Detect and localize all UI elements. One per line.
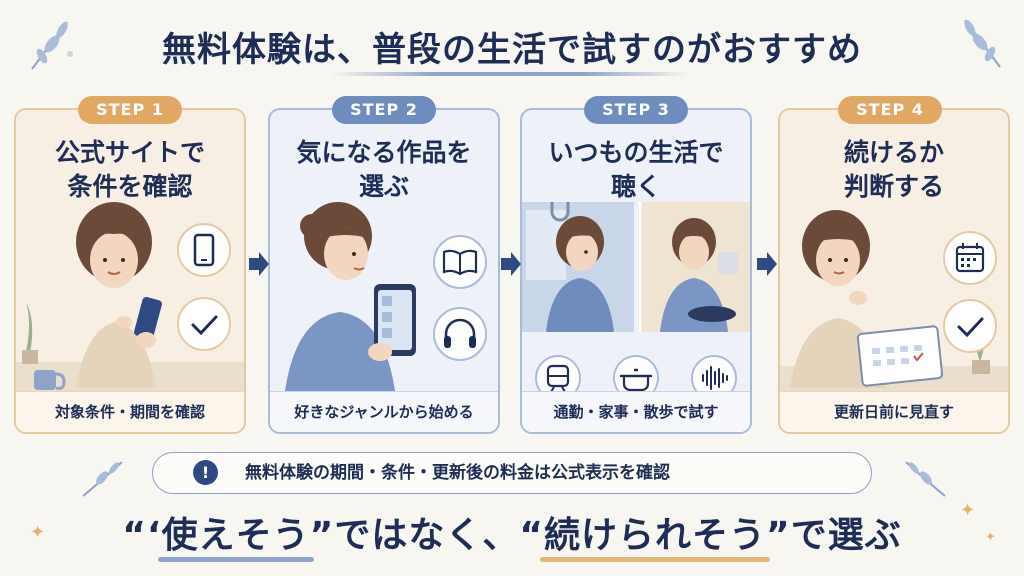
smartphone-icon — [177, 223, 231, 277]
title-underline — [330, 72, 690, 76]
arrow-right-icon — [757, 252, 777, 276]
step-1-footer: 対象条件・期間を確認 — [16, 391, 244, 432]
headphones-icon — [433, 307, 487, 361]
sparkle-icon: ✦ — [960, 500, 976, 521]
tagline: “‘使えそう”ではなく、“続けられそう”で選ぶ — [0, 506, 1024, 562]
step-2-title-line1: 気になる作品を — [296, 138, 472, 167]
step-2-card: 気になる作品を 選ぶ 好きなジャンルから始める — [268, 108, 500, 434]
calendar-icon — [943, 231, 997, 285]
arrow-right-icon — [501, 252, 521, 276]
step-1-title: 公式サイトで 条件を確認 — [16, 136, 244, 204]
leaf-sprig-icon — [905, 461, 946, 497]
step-3-title-line2: 聴く — [610, 172, 661, 201]
woman-browsing-phone-illustration — [284, 202, 416, 398]
arrow-right-icon — [249, 252, 269, 276]
tagline-quote-close-2: ” — [766, 515, 791, 556]
leaf-sprig-icon — [82, 461, 123, 497]
tagline-quote-open-2: “ — [519, 515, 544, 556]
step-4-footer: 更新日前に見直す — [780, 391, 1008, 432]
tagline-highlight-1: 使えそう — [157, 506, 314, 562]
step-3-card: いつもの生活で 聴く — [520, 108, 752, 434]
step-1-badge: STEP 1 — [78, 96, 182, 124]
tagline-quote-close: ” — [309, 515, 335, 556]
step-2-title-line2: 選ぶ — [358, 172, 409, 201]
step-4-card: 続けるか 判断する 更新日前に見直す — [778, 108, 1010, 434]
notice-box: ! 無料体験の期間・条件・更新後の料金は公式表示を確認 — [152, 452, 872, 494]
step-1-card: 公式サイトで 条件を確認 対象条件・期間を確認 — [14, 108, 246, 434]
step-3-badge: STEP 3 — [584, 96, 688, 124]
leaf-sprig-icon — [31, 21, 73, 70]
step-4-title: 続けるか 判断する — [780, 136, 1008, 204]
commute-and-housework-illustration — [522, 202, 750, 332]
step-3-footer: 通勤・家事・散歩で試す — [522, 391, 750, 432]
step-4-title-line2: 判断する — [843, 172, 944, 201]
step-3-title-line1: いつもの生活で — [548, 138, 724, 167]
tagline-middle: ではなく、 — [334, 515, 520, 556]
check-icon — [177, 297, 231, 351]
step-4-badge: STEP 4 — [838, 96, 942, 124]
leaf-sprig-icon — [964, 19, 1001, 68]
sparkle-icon: ✦ — [985, 530, 996, 545]
book-icon — [433, 235, 487, 289]
step-2-title: 気になる作品を 選ぶ — [270, 136, 498, 204]
step-4-title-line1: 続けるか — [843, 138, 944, 167]
check-icon — [943, 299, 997, 353]
step-3-title: いつもの生活で 聴く — [522, 136, 750, 204]
step-1-title-line1: 公式サイトで — [54, 138, 205, 167]
page-title: 無料体験は、普段の生活で試すのがおすすめ — [162, 30, 862, 70]
step-2-badge: STEP 2 — [332, 96, 436, 124]
tagline-quote-open: “‘ — [122, 515, 162, 556]
notice-text: 無料体験の期間・条件・更新後の料金は公式表示を確認 — [245, 463, 670, 483]
step-1-title-line2: 条件を確認 — [67, 172, 193, 201]
tagline-end: で選ぶ — [790, 515, 902, 556]
tagline-highlight-2: 続けられそう — [539, 506, 771, 562]
sparkle-icon: ✦ — [30, 522, 46, 543]
step-2-footer: 好きなジャンルから始める — [270, 391, 498, 432]
exclamation-icon: ! — [193, 460, 218, 485]
